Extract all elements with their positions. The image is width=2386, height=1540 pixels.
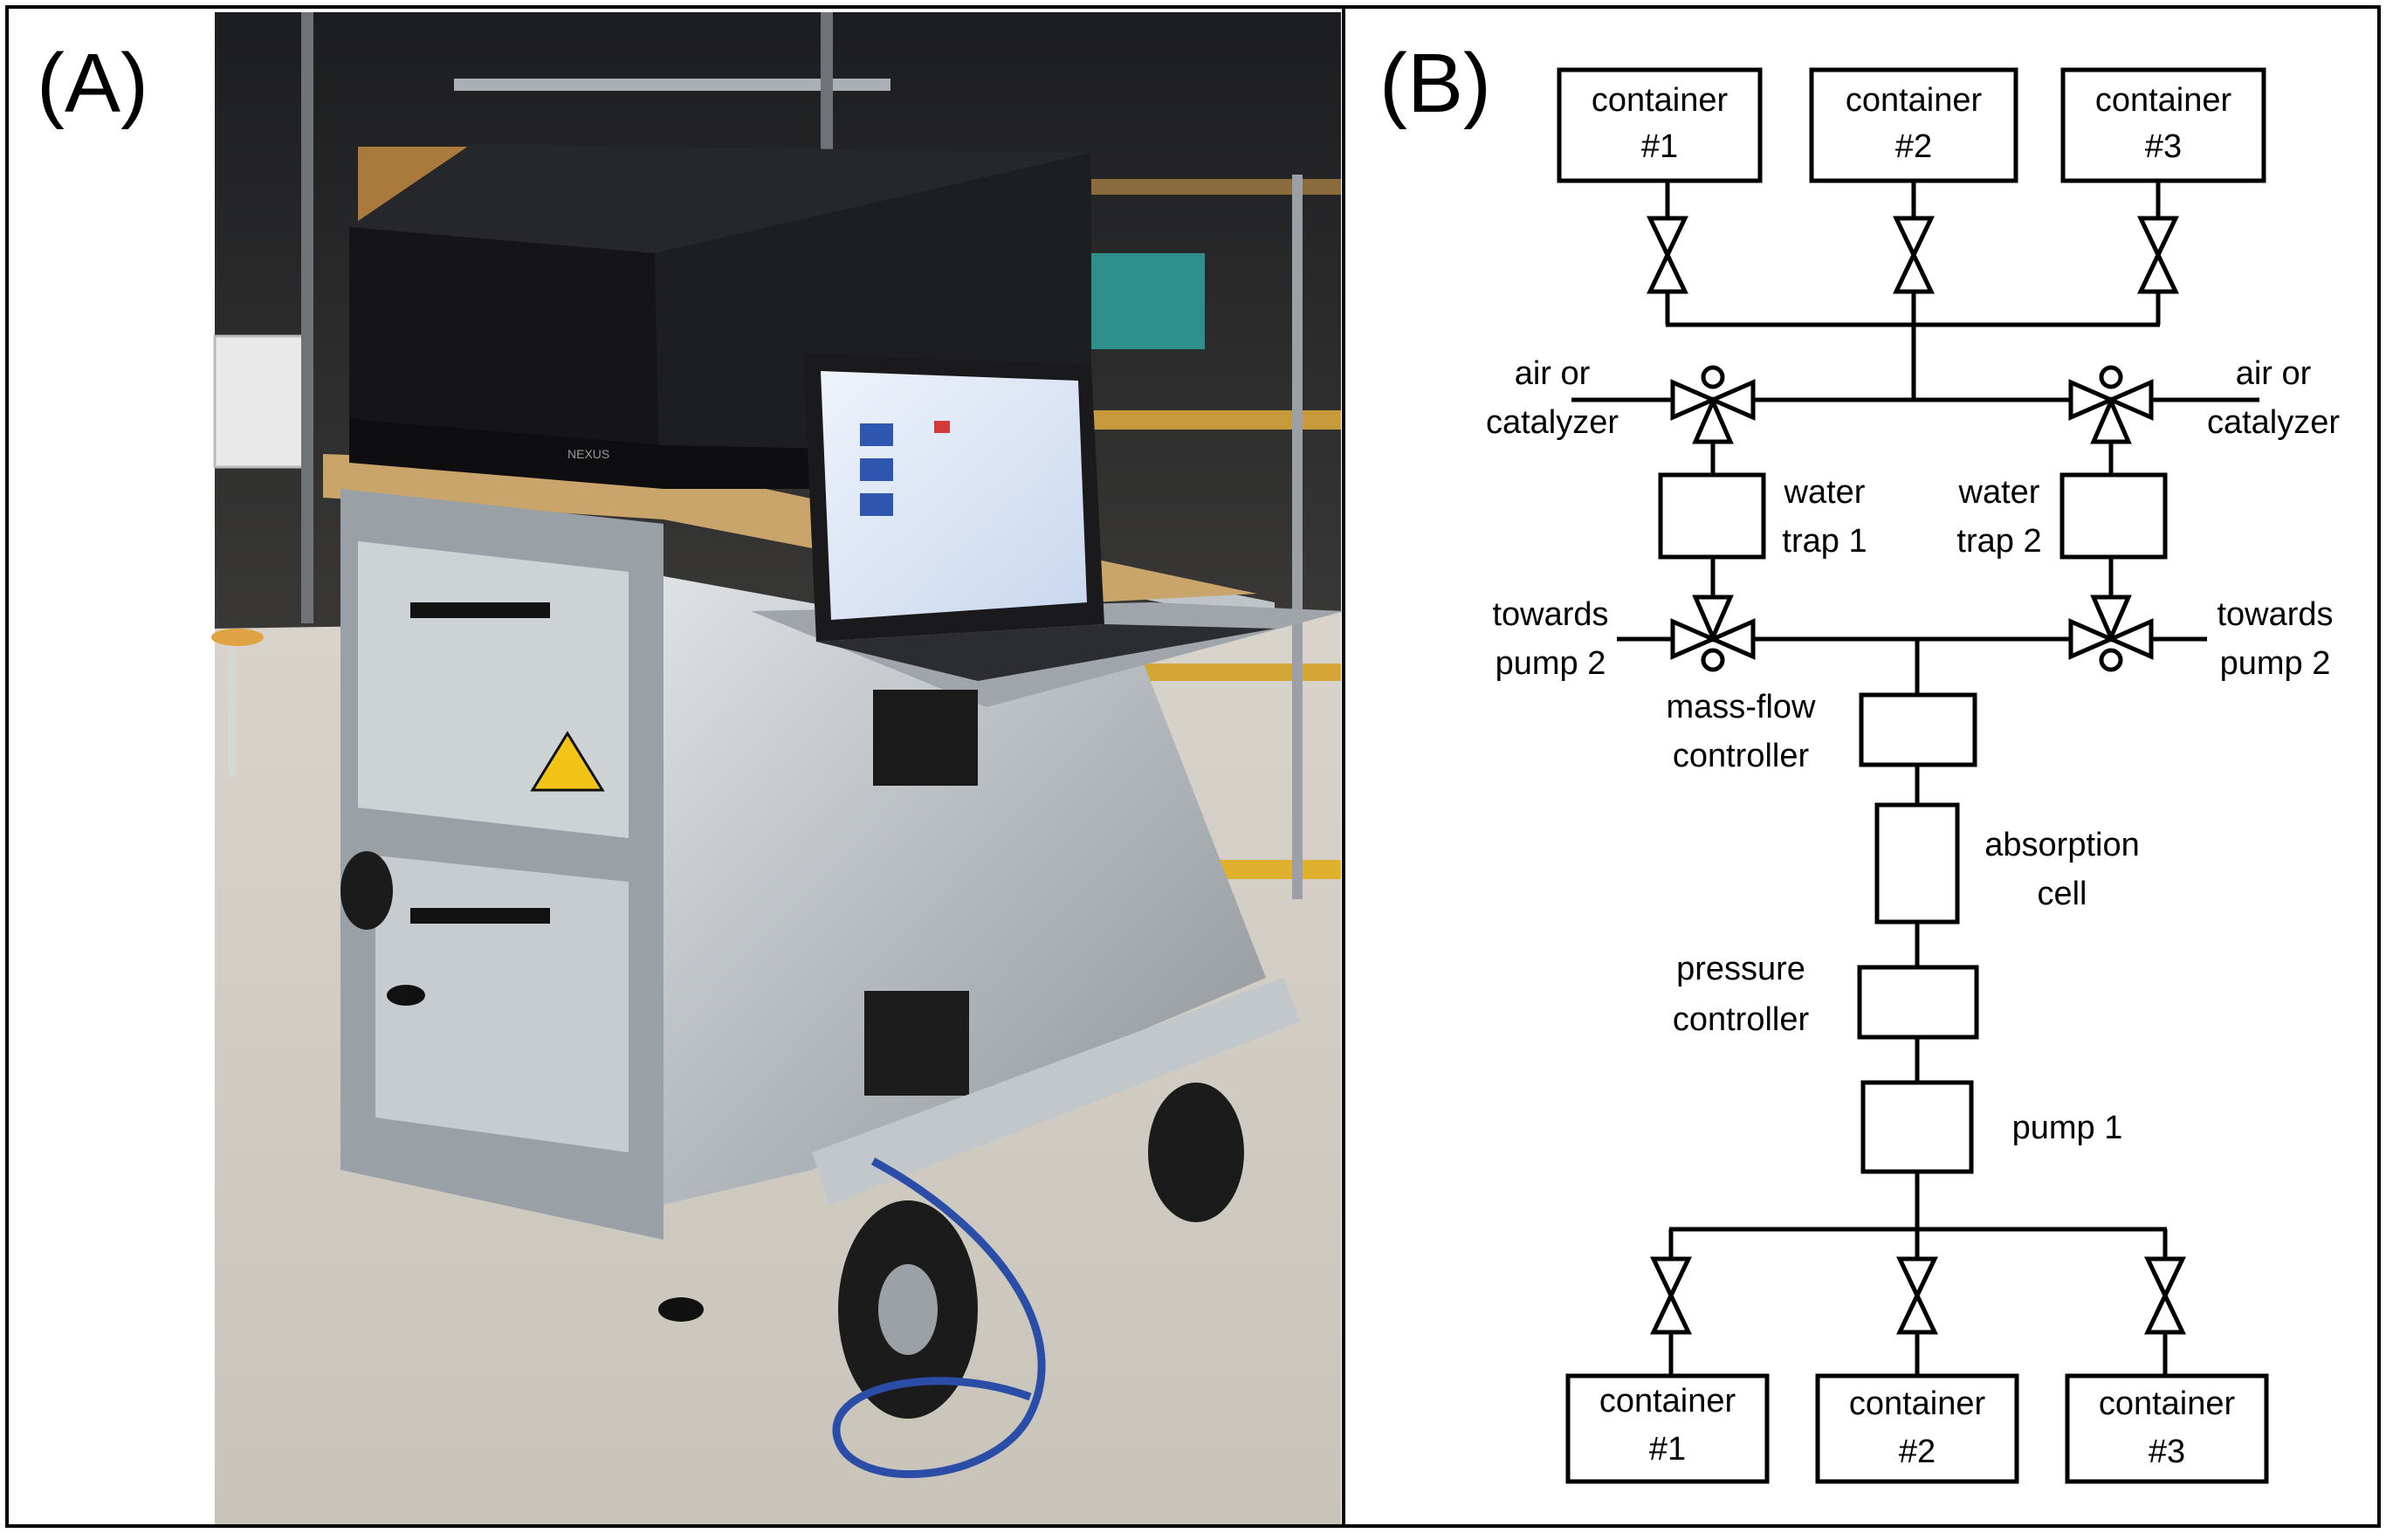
- water-trap-1-line2: trap 1: [1782, 523, 1867, 560]
- three-way-valve-upper-left-icon: [1670, 365, 1756, 444]
- inlet-right-line1: air or: [2236, 355, 2312, 392]
- mass-flow-line2: controller: [1673, 738, 1810, 774]
- shelf-right-mid: [1083, 410, 1341, 430]
- laptop-screen-widget-red: [934, 421, 950, 433]
- laptop-screen-widget-2: [860, 458, 893, 481]
- mass-flow-controller-box: [1859, 692, 1977, 767]
- pole-center: [821, 12, 833, 161]
- wheel-front-hub: [878, 1264, 938, 1355]
- panel-b: (B) container: [1342, 5, 2381, 1528]
- stool-seat: [211, 629, 264, 646]
- cart-foot-front: [658, 1297, 704, 1322]
- cart-foot-left: [387, 985, 425, 1006]
- lab-photo: NEXUS: [211, 12, 1344, 1524]
- cart-side-panel: [664, 576, 1266, 1205]
- absorption-cell-box: [1874, 802, 1960, 925]
- bottom-container-2: container #2: [1815, 1373, 2019, 1484]
- cart-window-upper: [358, 541, 629, 838]
- pressure-controller-box: [1857, 965, 1979, 1040]
- cart-handle-lower: [410, 908, 550, 924]
- valve-bottom-3-icon: [2144, 1256, 2186, 1335]
- water-trap-1-box: [1658, 472, 1766, 560]
- three-way-valve-lower-left-icon: [1670, 595, 1756, 672]
- bottom-container-3-box: [2065, 1373, 2269, 1484]
- absorption-line2: cell: [2037, 876, 2087, 912]
- pump2-left-line1: towards: [1492, 596, 1608, 633]
- cable-tray: [454, 79, 890, 91]
- shelf-right-lower: [1091, 663, 1341, 681]
- bottom-container-2-box: [1815, 1373, 2019, 1484]
- bottom-container-3-line1: container: [2099, 1385, 2236, 1422]
- laptop-screen-widget-1: [860, 423, 893, 446]
- cart-window-lower: [375, 856, 629, 1152]
- top-container-3-line2: #3: [2145, 128, 2182, 165]
- laptop-keyboard: [816, 624, 1275, 681]
- water-trap-1-line1: water: [1784, 474, 1866, 511]
- vent-lower: [864, 991, 969, 1096]
- bottom-container-1-line1: container: [1599, 1383, 1736, 1420]
- shelf-right-upper: [1091, 179, 1341, 195]
- top-container-3: container #3: [2060, 67, 2266, 183]
- pump2-left-line2: pump 2: [1496, 645, 1606, 682]
- top-container-1-line2: #1: [1641, 128, 1678, 165]
- pole-left: [301, 12, 313, 623]
- pressure-line1: pressure: [1676, 951, 1805, 987]
- shelf-post: [1292, 175, 1303, 899]
- three-way-valve-lower-right-icon: [2068, 595, 2154, 672]
- top-container-2-line2: #2: [1895, 128, 1932, 165]
- top-container-2-box: [1809, 67, 2018, 183]
- inlet-right-line2: catalyzer: [2207, 404, 2340, 441]
- pump-1-box: [1860, 1080, 1974, 1174]
- top-container-3-line1: container: [2095, 82, 2232, 119]
- valve-bottom-1-icon: [1650, 1256, 1692, 1335]
- top-container-2: container #2: [1809, 67, 2018, 183]
- vent-upper: [873, 690, 978, 786]
- laser-warning-sticker: [530, 731, 605, 792]
- water-trap-2-line1: water: [1958, 474, 2040, 511]
- top-container-2-line1: container: [1846, 82, 1983, 119]
- bottom-container-2-line2: #2: [1899, 1433, 1936, 1470]
- blue-cable: [832, 1158, 1046, 1479]
- laser-brand: NEXUS: [567, 447, 609, 461]
- water-trap-2-line2: trap 2: [1956, 523, 2041, 560]
- cart-front-beam: [812, 978, 1301, 1205]
- top-container-1: container #1: [1557, 67, 1763, 183]
- bottom-container-3: container #3: [2065, 1373, 2269, 1484]
- water-trap-2-box: [2059, 472, 2168, 560]
- absorption-line1: absorption: [1984, 827, 2139, 863]
- pump1-label: pump 1: [2012, 1110, 2123, 1146]
- pump2-right-line2: pump 2: [2220, 645, 2331, 682]
- panel-a: NEXUS: [5, 5, 1345, 1528]
- valve-bottom-2-icon: [1896, 1256, 1938, 1335]
- laser-box-front: [349, 227, 659, 454]
- wall-panel-left: [213, 334, 313, 469]
- bottom-container-1-box: [1565, 1373, 1770, 1484]
- pressure-line2: controller: [1673, 1001, 1810, 1038]
- bottom-container-1: container #1: [1565, 1373, 1770, 1484]
- cart-handle-upper: [410, 602, 550, 618]
- bottom-container-1-line2: #1: [1649, 1431, 1686, 1468]
- mass-flow-line1: mass-flow: [1666, 689, 1816, 725]
- three-way-valve-upper-right-icon: [2068, 365, 2154, 444]
- valve-top-1-icon: [1647, 216, 1688, 294]
- top-container-3-box: [2060, 67, 2266, 183]
- panel-b-label: (B): [1379, 37, 1491, 130]
- valve-top-3-icon: [2137, 216, 2179, 294]
- bottom-container-2-line1: container: [1849, 1385, 1986, 1422]
- bottom-container-3-line2: #3: [2149, 1433, 2185, 1470]
- inlet-left-line1: air or: [1515, 355, 1591, 392]
- teal-box: [1083, 253, 1205, 349]
- panel-a-label: (A): [37, 37, 148, 130]
- wheel-back-left: [340, 851, 393, 930]
- laptop-screen-widget-3: [860, 493, 893, 516]
- top-container-1-box: [1557, 67, 1763, 183]
- stool-leg: [229, 646, 236, 777]
- valve-top-2-icon: [1893, 216, 1935, 294]
- wheel-right: [1148, 1083, 1244, 1222]
- top-container-1-line1: container: [1592, 82, 1729, 119]
- laser-box-top: [349, 144, 1091, 253]
- inlet-left-line2: catalyzer: [1486, 404, 1619, 441]
- pump2-right-line1: towards: [2217, 596, 2333, 633]
